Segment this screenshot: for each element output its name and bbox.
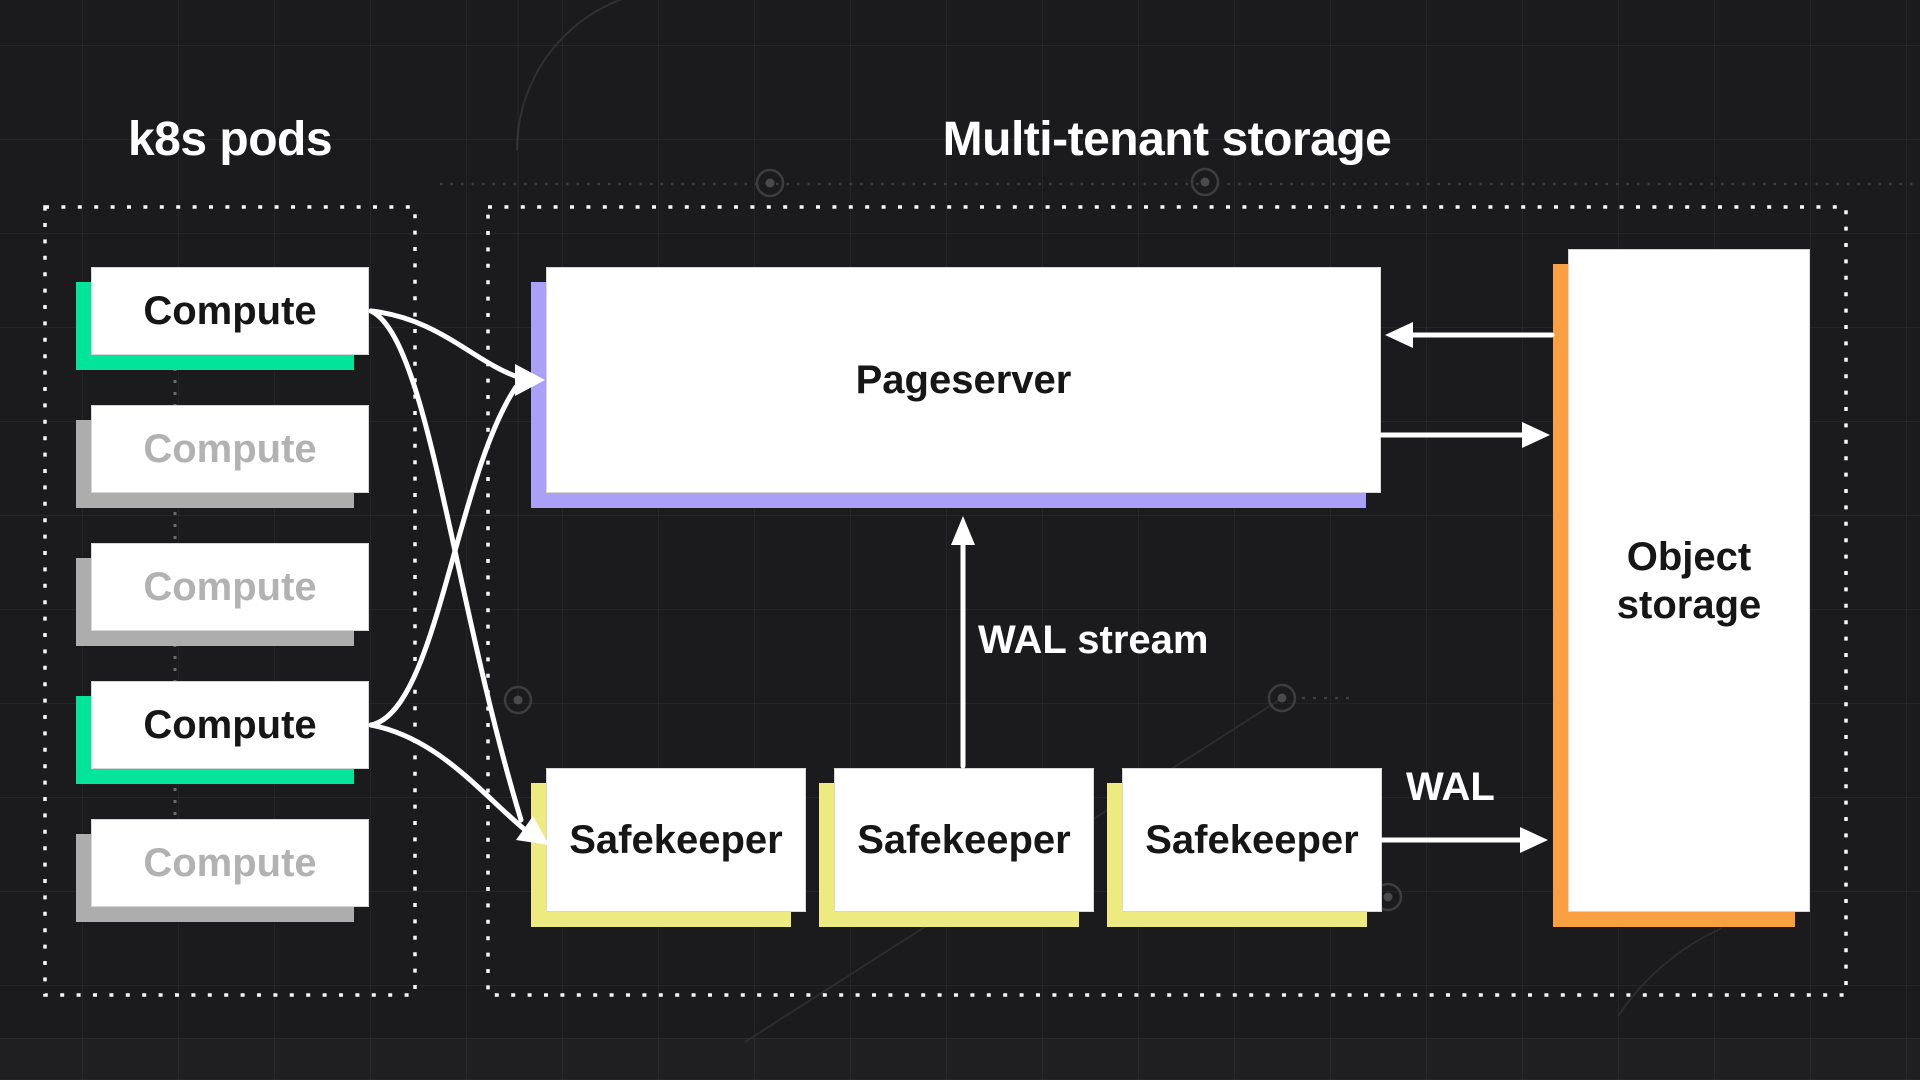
ring-icon [755, 168, 785, 198]
wal-label: WAL [1406, 765, 1495, 809]
ring-dot-icon [513, 695, 523, 705]
safekeeper-node-label: Safekeeper [1145, 817, 1359, 862]
compute-node-label: Compute [143, 840, 317, 885]
k8s-pods-title: k8s pods [127, 113, 333, 166]
safekeeper-node-1: Safekeeper [546, 768, 806, 912]
compute-node-label: Compute [143, 702, 317, 747]
ring-dot-icon [1200, 177, 1210, 187]
arrowhead-into-pageserver-right [1385, 322, 1413, 348]
compute-node-label: Compute [143, 564, 317, 609]
arrowhead-wal-stream [951, 516, 975, 545]
compute-node-4: Compute [91, 681, 369, 769]
ring-icon [1267, 683, 1297, 713]
compute-node-1: Compute [91, 267, 369, 355]
compute-node-5: Compute [91, 819, 369, 907]
arrowhead-into-safekeeper [516, 816, 549, 845]
compute-node-2: Compute [91, 405, 369, 493]
background-bottom-band [0, 1038, 1920, 1080]
safekeeper-node-2: Safekeeper [834, 768, 1094, 912]
ring-dot-icon [765, 178, 775, 188]
object-storage-node-label: Object storage [1616, 534, 1762, 627]
arrowhead-wal-into-objectstorage [1520, 827, 1548, 853]
ring-icon [1190, 167, 1220, 197]
arrowhead-into-objectstorage-top [1522, 422, 1550, 448]
compute-node-3: Compute [91, 543, 369, 631]
wal-stream-label: WAL stream [978, 618, 1209, 662]
arrow-compute4-to-pageserver [368, 384, 519, 728]
safekeeper-node-label: Safekeeper [857, 817, 1071, 862]
ring-icon [503, 685, 533, 715]
ring-dot-icon [1277, 693, 1287, 703]
object-storage-node: Object storage [1568, 249, 1810, 912]
decor-corner-arc [1617, 927, 1723, 1017]
arrow-compute1-to-safekeeper [368, 308, 524, 823]
compute-node-label: Compute [143, 426, 317, 471]
arrow-compute4-to-safekeeper [368, 722, 527, 832]
pageserver-node: Pageserver [546, 267, 1381, 493]
arrow-compute1-to-pageserver [368, 308, 521, 380]
compute-node-label: Compute [143, 288, 317, 333]
ring-dot-icon [1383, 892, 1393, 902]
arrowhead-into-pageserver [515, 364, 545, 396]
storage-title: Multi-tenant storage [942, 113, 1392, 166]
safekeeper-node-3: Safekeeper [1122, 768, 1382, 912]
safekeeper-node-label: Safekeeper [569, 817, 783, 862]
pageserver-node-label: Pageserver [855, 357, 1072, 402]
